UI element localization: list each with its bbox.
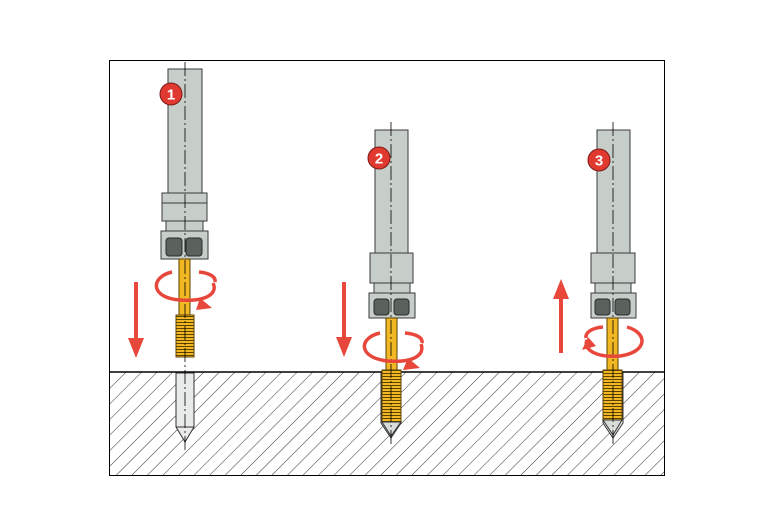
step-badge-1: 1 xyxy=(159,82,183,106)
step-3: 3 xyxy=(553,122,644,446)
svg-text:3: 3 xyxy=(595,153,603,170)
rotation-arrow-icon xyxy=(582,325,644,359)
tap-2 xyxy=(381,317,402,437)
drilled-hole-1 xyxy=(175,372,195,443)
svg-text:2: 2 xyxy=(375,151,383,168)
rotation-arrow-icon xyxy=(362,331,424,370)
arrow-down-icon xyxy=(336,282,352,357)
tap-3 xyxy=(602,317,623,436)
step-1: 1 xyxy=(128,62,217,450)
tap-holder-2 xyxy=(368,129,416,319)
rotation-arrow-icon xyxy=(154,270,217,310)
step-2: 2 xyxy=(336,122,424,446)
arrow-up-icon xyxy=(553,279,569,353)
step-badge-3: 3 xyxy=(587,148,611,172)
arrow-down-icon xyxy=(128,282,144,358)
svg-text:1: 1 xyxy=(167,87,175,104)
step-badge-2: 2 xyxy=(367,146,391,170)
